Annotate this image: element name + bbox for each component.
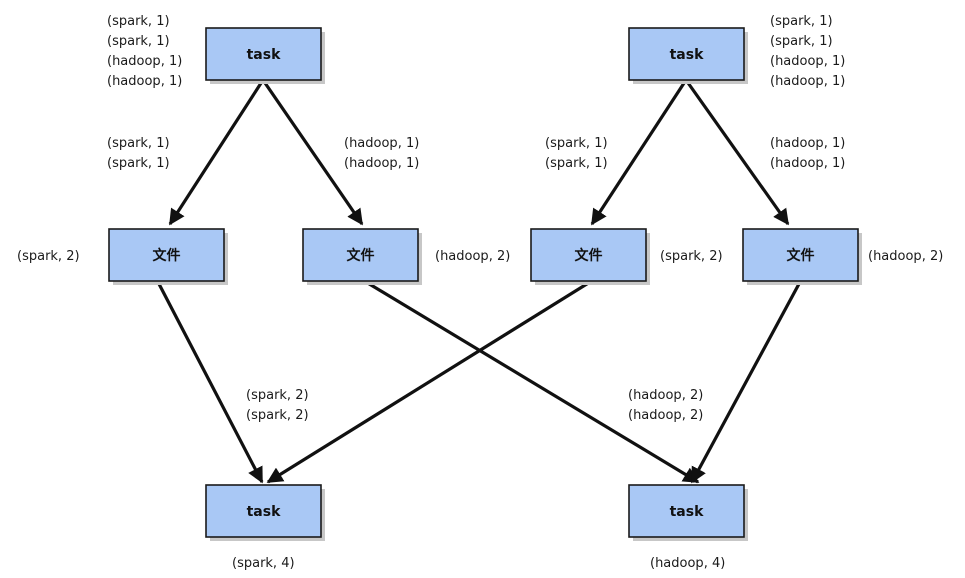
label-bottom-right-result: (hadoop, 4) bbox=[650, 556, 725, 571]
pair-label: (spark, 2) bbox=[246, 408, 309, 423]
pair-label: (spark, 1) bbox=[107, 14, 170, 29]
edge-file-4-to-task-bottom-right bbox=[690, 281, 802, 484]
edge-task-top-left-to-file-1 bbox=[168, 79, 265, 226]
pair-label: (spark, 1) bbox=[545, 136, 608, 151]
pair-label: (spark, 1) bbox=[770, 34, 833, 49]
label-edge-tr-f4: (hadoop, 1) (hadoop, 1) bbox=[770, 136, 845, 171]
edge-task-top-left-to-file-2 bbox=[261, 79, 364, 226]
edge-file-3-to-task-bottom-left bbox=[266, 280, 591, 484]
node-label: task bbox=[247, 47, 281, 63]
pair-label: (hadoop, 1) bbox=[107, 74, 182, 89]
pair-label: (spark, 1) bbox=[107, 136, 170, 151]
node-task-top-right: task bbox=[628, 27, 748, 84]
pair-label: (hadoop, 1) bbox=[770, 156, 845, 171]
label-edge-tr-f3: (spark, 1) (spark, 1) bbox=[545, 136, 608, 171]
node-task-bottom-left: task bbox=[205, 484, 325, 541]
edge-task-top-right-to-file-3 bbox=[590, 79, 688, 226]
pair-label: (spark, 2) bbox=[246, 388, 309, 403]
node-file-4: 文件 bbox=[742, 228, 862, 285]
label-edge-to-bottom-right: (hadoop, 2) (hadoop, 2) bbox=[628, 388, 703, 423]
pair-label: (hadoop, 2) bbox=[628, 408, 703, 423]
node-label: 文件 bbox=[575, 247, 603, 264]
node-file-2: 文件 bbox=[302, 228, 422, 285]
pair-label: (hadoop, 1) bbox=[770, 136, 845, 151]
edge-file-1-to-task-bottom-left bbox=[156, 281, 264, 484]
node-label: task bbox=[670, 504, 704, 520]
node-task-bottom-right: task bbox=[628, 484, 748, 541]
node-label: 文件 bbox=[787, 247, 815, 264]
edge-task-top-right-to-file-4 bbox=[684, 79, 790, 226]
node-file-3: 文件 bbox=[530, 228, 650, 285]
pair-label: (hadoop, 1) bbox=[344, 136, 419, 151]
label-edge-to-bottom-left: (spark, 2) (spark, 2) bbox=[246, 388, 309, 423]
label-file-1-result: (spark, 2) bbox=[17, 249, 80, 264]
label-file-3-result: (spark, 2) bbox=[660, 249, 723, 264]
pair-label: (spark, 1) bbox=[107, 34, 170, 49]
pair-label: (spark, 1) bbox=[545, 156, 608, 171]
node-label: 文件 bbox=[153, 247, 181, 264]
pair-label: (hadoop, 1) bbox=[344, 156, 419, 171]
label-edge-tl-f1: (spark, 1) (spark, 1) bbox=[107, 136, 170, 171]
node-task-top-left: task bbox=[205, 27, 325, 84]
pair-label: (hadoop, 1) bbox=[770, 54, 845, 69]
node-label: 文件 bbox=[347, 247, 375, 264]
edge-file-2-to-task-bottom-right bbox=[365, 280, 700, 484]
pair-label: (hadoop, 2) bbox=[628, 388, 703, 403]
node-label: task bbox=[247, 504, 281, 520]
label-top-right-list: (spark, 1) (spark, 1) (hadoop, 1) (hadoo… bbox=[770, 14, 845, 89]
node-file-1: 文件 bbox=[108, 228, 228, 285]
label-bottom-left-result: (spark, 4) bbox=[232, 556, 295, 571]
label-edge-tl-f2: (hadoop, 1) (hadoop, 1) bbox=[344, 136, 419, 171]
pair-label: (hadoop, 1) bbox=[107, 54, 182, 69]
label-file-4-result: (hadoop, 2) bbox=[868, 249, 943, 264]
label-top-left-list: (spark, 1) (spark, 1) (hadoop, 1) (hadoo… bbox=[107, 14, 182, 89]
pair-label: (spark, 1) bbox=[770, 14, 833, 29]
pair-label: (spark, 1) bbox=[107, 156, 170, 171]
pair-label: (hadoop, 1) bbox=[770, 74, 845, 89]
label-file-2-result: (hadoop, 2) bbox=[435, 249, 510, 264]
node-label: task bbox=[670, 47, 704, 63]
